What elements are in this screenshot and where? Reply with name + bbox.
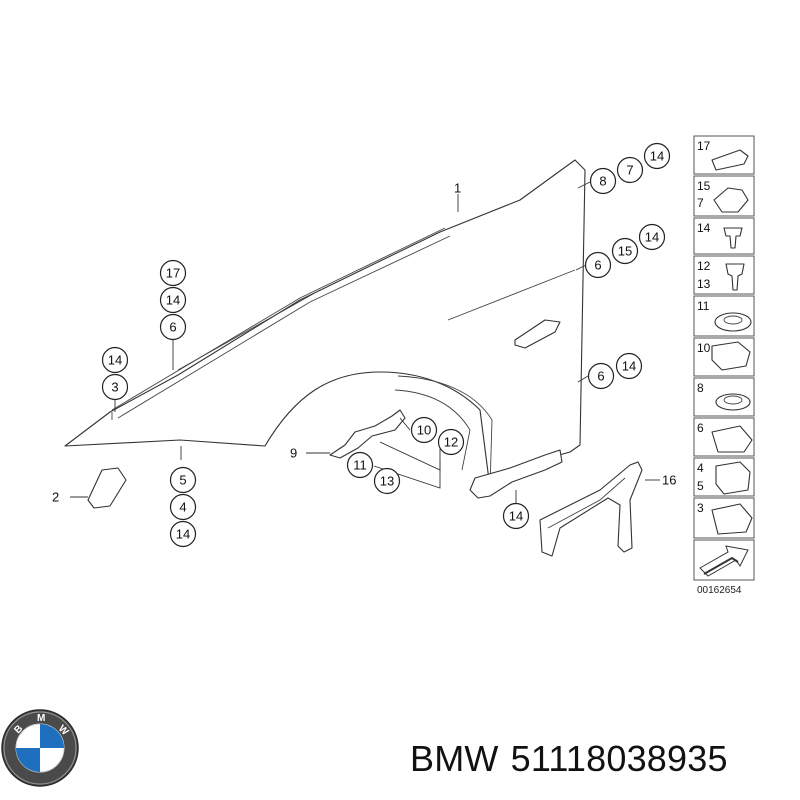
callout-label: 14: [166, 293, 180, 308]
plate-nut-icon: [711, 425, 753, 453]
callout-7: 7: [616, 156, 644, 184]
fender-panel: [64, 159, 586, 489]
legend-number: 3: [697, 501, 704, 515]
callout-label: 13: [380, 474, 394, 489]
callout-label: 4: [179, 500, 186, 515]
callout-16: 16: [662, 473, 676, 488]
screw-icon: [725, 263, 745, 291]
callout-label: 1: [454, 181, 461, 196]
part-number: 51118038935: [510, 738, 728, 779]
callout-6: 6: [159, 313, 187, 341]
legend-number: 15: [697, 179, 711, 193]
callout-label: 14: [645, 230, 659, 245]
callout-14: 14: [502, 502, 530, 530]
clip-icon: [711, 149, 749, 171]
callout-13: 13: [373, 467, 401, 495]
callout-14: 14: [643, 142, 671, 170]
callout-14: 14: [169, 520, 197, 548]
callout-8: 8: [589, 167, 617, 195]
callout-15: 15: [611, 237, 639, 265]
brand-name: BMW: [410, 738, 499, 779]
bracket-clip-icon: [711, 341, 751, 371]
callout-12: 12: [437, 428, 465, 456]
callout-5: 5: [169, 466, 197, 494]
callout-14: 14: [159, 286, 187, 314]
box-clip-icon: [715, 461, 751, 495]
callout-label: 2: [52, 490, 59, 505]
legend-number: 12: [697, 259, 711, 273]
clip-nut-icon: [711, 503, 753, 535]
callout-9: 9: [290, 446, 297, 461]
callout-14: 14: [638, 223, 666, 251]
callout-label: 7: [626, 163, 633, 178]
callout-label: 3: [111, 380, 118, 395]
callout-label: 14: [650, 149, 664, 164]
legend-number: 8: [697, 381, 704, 395]
callout-label: 14: [622, 359, 636, 374]
bmw-logo: B M W: [1, 709, 79, 787]
callout-label: 14: [176, 527, 190, 542]
legend-number: 11: [697, 299, 710, 313]
callout-label: 9: [290, 446, 297, 461]
callout-6: 6: [587, 362, 615, 390]
parts-legend: 17 15 7 14 12 13 11 10 8 6: [693, 135, 755, 596]
small-bracket: [87, 467, 127, 509]
callout-label: 14: [509, 509, 523, 524]
callout-label: 12: [444, 435, 458, 450]
legend-number: 14: [697, 221, 711, 235]
callout-3: 3: [101, 373, 129, 401]
callout-6: 6: [584, 251, 612, 279]
callout-17: 17: [159, 259, 187, 287]
callout-label: 5: [179, 473, 186, 488]
callout-label: 8: [599, 174, 606, 189]
callout-11: 11: [346, 451, 374, 479]
callout-label: 10: [417, 423, 431, 438]
diagram-code: 00162654: [697, 585, 742, 596]
legend-number: 13: [697, 277, 711, 291]
legend-number: 17: [697, 139, 711, 153]
callout-label: 6: [597, 369, 604, 384]
callout-label: 14: [108, 353, 122, 368]
legend-number: 10: [697, 341, 711, 355]
legend-number: 6: [697, 421, 704, 435]
callout-label: 16: [662, 473, 676, 488]
callout-14: 14: [101, 346, 129, 374]
wheel-arch-bracket: [329, 409, 563, 499]
callout-label: 11: [353, 458, 367, 473]
callout-label: 6: [594, 258, 601, 273]
callout-2: 2: [52, 490, 59, 505]
legend-number: 7: [697, 196, 704, 210]
callout-label: 15: [618, 244, 632, 259]
callout-4: 4: [169, 493, 197, 521]
part-caption: BMW 51118038935: [410, 738, 740, 780]
legend-number: 4: [697, 461, 704, 475]
support-bracket: [539, 461, 643, 557]
grommet-icon: [714, 312, 752, 332]
callout-14: 14: [615, 352, 643, 380]
svg-text:M: M: [37, 713, 45, 724]
legend-number: 5: [697, 479, 704, 493]
callout-10: 10: [410, 416, 438, 444]
callout-label: 6: [169, 320, 176, 335]
rivet-icon: [723, 227, 743, 249]
callout-label: 17: [166, 266, 180, 281]
callout-1: 1: [454, 181, 461, 196]
spring-nut-icon: [713, 187, 749, 213]
